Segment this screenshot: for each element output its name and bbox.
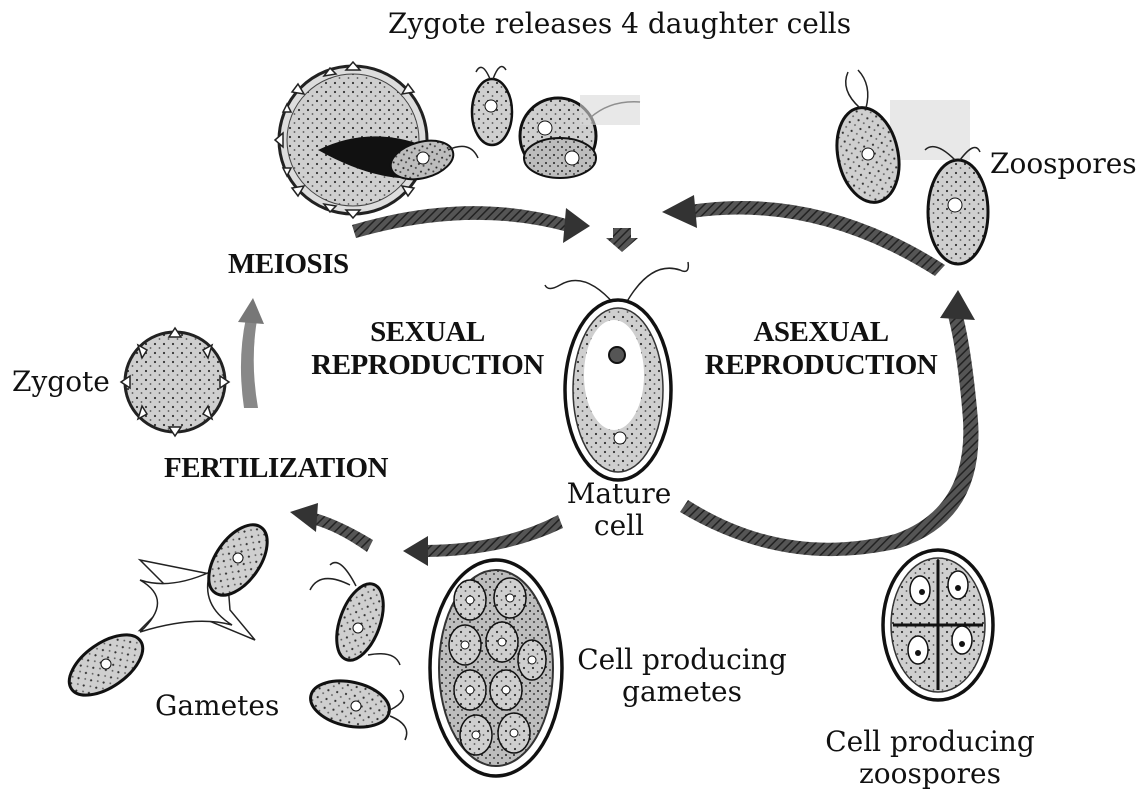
sexual-reproduction-label: SEXUAL REPRODUCTION	[300, 316, 555, 383]
mature-cell-label: Mature cell	[560, 478, 678, 542]
cell-producing-zoospores-label: Cell producing zoospores	[815, 726, 1045, 790]
cell-zoospores-line-2: zoospores	[815, 758, 1045, 790]
sexual-line-1: SEXUAL	[300, 316, 555, 349]
mature-line-2: cell	[560, 510, 678, 542]
asexual-line-2: REPRODUCTION	[690, 349, 952, 382]
arrow-gametes-to-zygote	[290, 503, 373, 552]
zygote-label: Zygote	[12, 366, 110, 398]
cell-producing-zoospores-illustration	[883, 550, 993, 700]
cell-gametes-line-1: Cell producing	[572, 644, 792, 676]
fertilization-label: FERTILIZATION	[164, 452, 388, 485]
fusing-gametes-illustration	[59, 515, 279, 707]
arrow-small-down	[606, 228, 638, 252]
zygote-releasing-cells-illustration	[275, 62, 478, 218]
mature-cell-illustration	[545, 262, 688, 480]
gametes-illustration	[306, 563, 406, 740]
zygote-illustration	[121, 328, 229, 436]
arrow-zoospores-to-mature	[662, 195, 945, 276]
mature-line-1: Mature	[560, 478, 678, 510]
cell-producing-gametes-label: Cell producing gametes	[572, 644, 792, 708]
cell-gametes-line-2: gametes	[572, 676, 792, 708]
asexual-line-1: ASEXUAL	[690, 316, 952, 349]
asexual-reproduction-label: ASEXUAL REPRODUCTION	[690, 316, 952, 383]
arrow-mature-to-gamete-cell	[403, 515, 563, 566]
zoospores-label: Zoospores	[990, 148, 1137, 180]
cell-producing-gametes-illustration	[430, 560, 562, 776]
arrow-zygote-up	[238, 298, 264, 408]
meiosis-label: MEIOSIS	[228, 248, 349, 281]
sexual-line-2: REPRODUCTION	[300, 349, 555, 382]
daughter-cells-label: Zygote releases 4 daughter cells	[388, 8, 851, 40]
cell-zoospores-line-1: Cell producing	[815, 726, 1045, 758]
arrow-meiosis-to-mature	[352, 206, 590, 243]
gametes-label: Gametes	[155, 690, 279, 722]
daughter-cells-illustration	[472, 67, 640, 178]
